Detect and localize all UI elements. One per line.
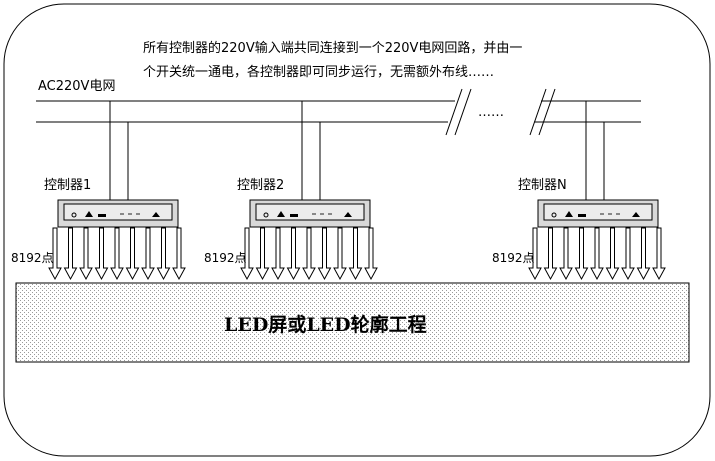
description-line-2: 个开关统一通电，各控制器即可同步运行，无需额外布线…… [143,64,494,80]
output-arrow [348,227,363,281]
output-arrow [543,227,558,281]
led-screen-label: LED屏或LED轮廓工程 [224,313,427,336]
output-arrow [528,227,542,281]
points-label-1: 8192点 [11,251,54,265]
controller-label-2: 控制器2 [237,178,284,193]
controller-devices [57,199,659,228]
output-arrow [94,227,109,281]
output-arrow [240,227,254,281]
output-arrow [172,227,186,281]
feeder-wires [109,101,605,200]
controller-device-2 [249,199,371,228]
output-arrows [48,227,666,281]
output-arrow [302,227,316,281]
output-arrow [590,227,604,281]
output-arrow [559,227,573,281]
output-arrows-2 [240,227,378,281]
description-line-1: 所有控制器的220V输入端共同连接到一个220V电网回路，并由一 [143,40,522,56]
output-arrow [48,227,62,281]
output-arrow [255,227,270,281]
output-arrows-1 [48,227,186,281]
led-screen-area [15,282,690,363]
output-arrow [125,227,140,281]
output-arrow [333,227,347,281]
controller-label-n: 控制器N [518,178,567,193]
output-arrow [271,227,285,281]
output-arrow [621,227,635,281]
controller-device-n [537,199,659,228]
break-dots: …… [478,105,504,120]
output-arrow [286,227,301,281]
output-arrow [636,227,651,281]
output-arrow [156,227,171,281]
output-arrows-n [528,227,666,281]
output-arrow [110,227,124,281]
points-label-n: 8192点 [492,251,535,265]
output-arrow [574,227,589,281]
output-arrow [652,227,666,281]
output-arrow [317,227,332,281]
output-arrow [141,227,155,281]
output-arrow [63,227,78,281]
controller-device-1 [57,199,179,228]
output-arrow [364,227,378,281]
controller-label-1: 控制器1 [44,178,91,193]
power-grid-lines [36,88,641,136]
points-label-2: 8192点 [204,251,247,265]
grid-label: AC220V电网 [38,79,115,94]
output-arrow [79,227,93,281]
output-arrow [605,227,620,281]
